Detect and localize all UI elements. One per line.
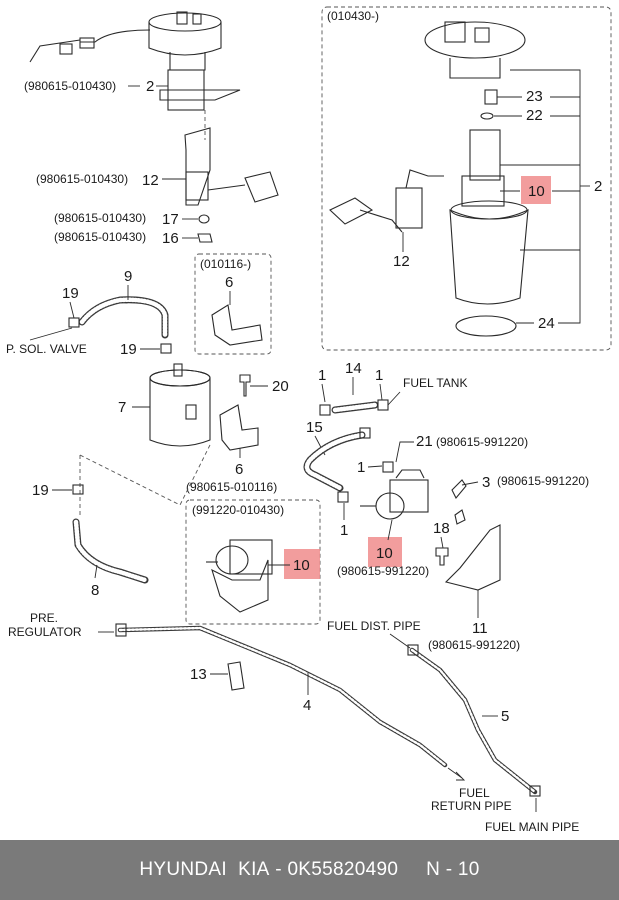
callout-6-box: 6	[225, 274, 233, 291]
callout-18: 18	[433, 520, 450, 537]
code-label: (980615-010430)	[54, 211, 146, 225]
callout-15: 15	[306, 419, 323, 436]
parts-diagram: (980615-010430) 2 (980615-010430) 12 (98…	[6, 6, 612, 834]
callout-7: 7	[118, 399, 126, 416]
callout-4: 4	[303, 697, 311, 714]
callout-12-left: 12	[142, 172, 159, 189]
code-label: (980615-991220)	[497, 474, 589, 488]
callout-9: 9	[124, 268, 132, 285]
code-label: (980615-010430)	[54, 230, 146, 244]
footer-part-number: 0K55820490	[287, 859, 399, 880]
callout-16: 16	[162, 230, 179, 247]
callout-10-lower: 10	[293, 557, 310, 574]
callout-19-b: 19	[120, 341, 137, 358]
callout-3: 3	[482, 474, 490, 491]
fuel-main-pipe-label: FUEL MAIN PIPE	[485, 820, 579, 834]
highlight-box	[284, 549, 320, 579]
fuel-pump-module-right	[329, 21, 529, 337]
regulator-label: REGULATOR	[8, 625, 82, 639]
footer-make: HYUNDAI	[139, 859, 227, 880]
p-sol-valve-label: P. SOL. VALVE	[6, 342, 87, 356]
callout-2-right: 2	[594, 178, 602, 195]
footer-sep: -	[269, 859, 288, 880]
footer-ref: N - 10	[426, 859, 480, 880]
callout-20: 20	[272, 378, 289, 395]
callout-5: 5	[501, 708, 509, 725]
code-label: (980615-991220)	[428, 638, 520, 652]
footer-brand: KIA	[238, 859, 270, 880]
code-label: (980615-991220)	[337, 564, 429, 578]
callout-1-b: 1	[375, 367, 383, 384]
fuel-pump-assembly-left	[29, 11, 241, 111]
callout-1-c: 1	[357, 459, 365, 476]
fuel-tank-label: FUEL TANK	[403, 376, 467, 390]
canister	[149, 363, 211, 447]
code-box-label: (991220-010430)	[192, 503, 284, 517]
purge-valve-mid	[360, 469, 429, 520]
callout-11: 11	[472, 620, 488, 637]
code-label: (980615-010116)	[186, 480, 277, 494]
callout-13: 13	[190, 666, 207, 683]
return-pipe-label: RETURN PIPE	[431, 799, 512, 813]
callout-23: 23	[526, 88, 543, 105]
callout-21: 21	[416, 433, 433, 450]
sender-bracket-left	[184, 127, 279, 206]
code-label: (980615-010430)	[24, 79, 116, 93]
callout-19-c: 19	[32, 482, 49, 499]
footer-gap	[398, 859, 426, 881]
callout-22: 22	[526, 107, 543, 124]
callout-1-a: 1	[318, 367, 326, 384]
footer-spacer	[227, 859, 238, 881]
code-box-label: (010430-)	[327, 9, 379, 23]
callout-19-a: 19	[62, 285, 79, 302]
highlight-box	[368, 537, 402, 567]
code-label: (980615-991220)	[436, 435, 528, 449]
callout-10-box: 10	[528, 183, 545, 200]
highlight-box	[521, 176, 551, 204]
callout-12-right: 12	[393, 253, 410, 270]
callout-1-d: 1	[340, 522, 348, 539]
callout-24: 24	[538, 315, 555, 332]
fuel-dist-pipe-label: FUEL DIST. PIPE	[327, 619, 421, 633]
callout-10-mid: 10	[376, 545, 393, 562]
fuel-label: FUEL	[459, 786, 490, 800]
code-label: (980615-010430)	[36, 172, 128, 186]
code-box-label: (010116-)	[200, 257, 251, 271]
callout-17: 17	[162, 211, 179, 228]
callout-8: 8	[91, 582, 99, 599]
footer-bar: HYUNDAI KIA - 0K55820490 N - 10	[0, 840, 619, 900]
callout-6-lower: 6	[235, 461, 243, 478]
pre-label: PRE.	[30, 611, 58, 625]
purge-valve-lower	[206, 539, 273, 613]
callout-14: 14	[345, 360, 362, 377]
callout-2-left: 2	[146, 78, 154, 95]
